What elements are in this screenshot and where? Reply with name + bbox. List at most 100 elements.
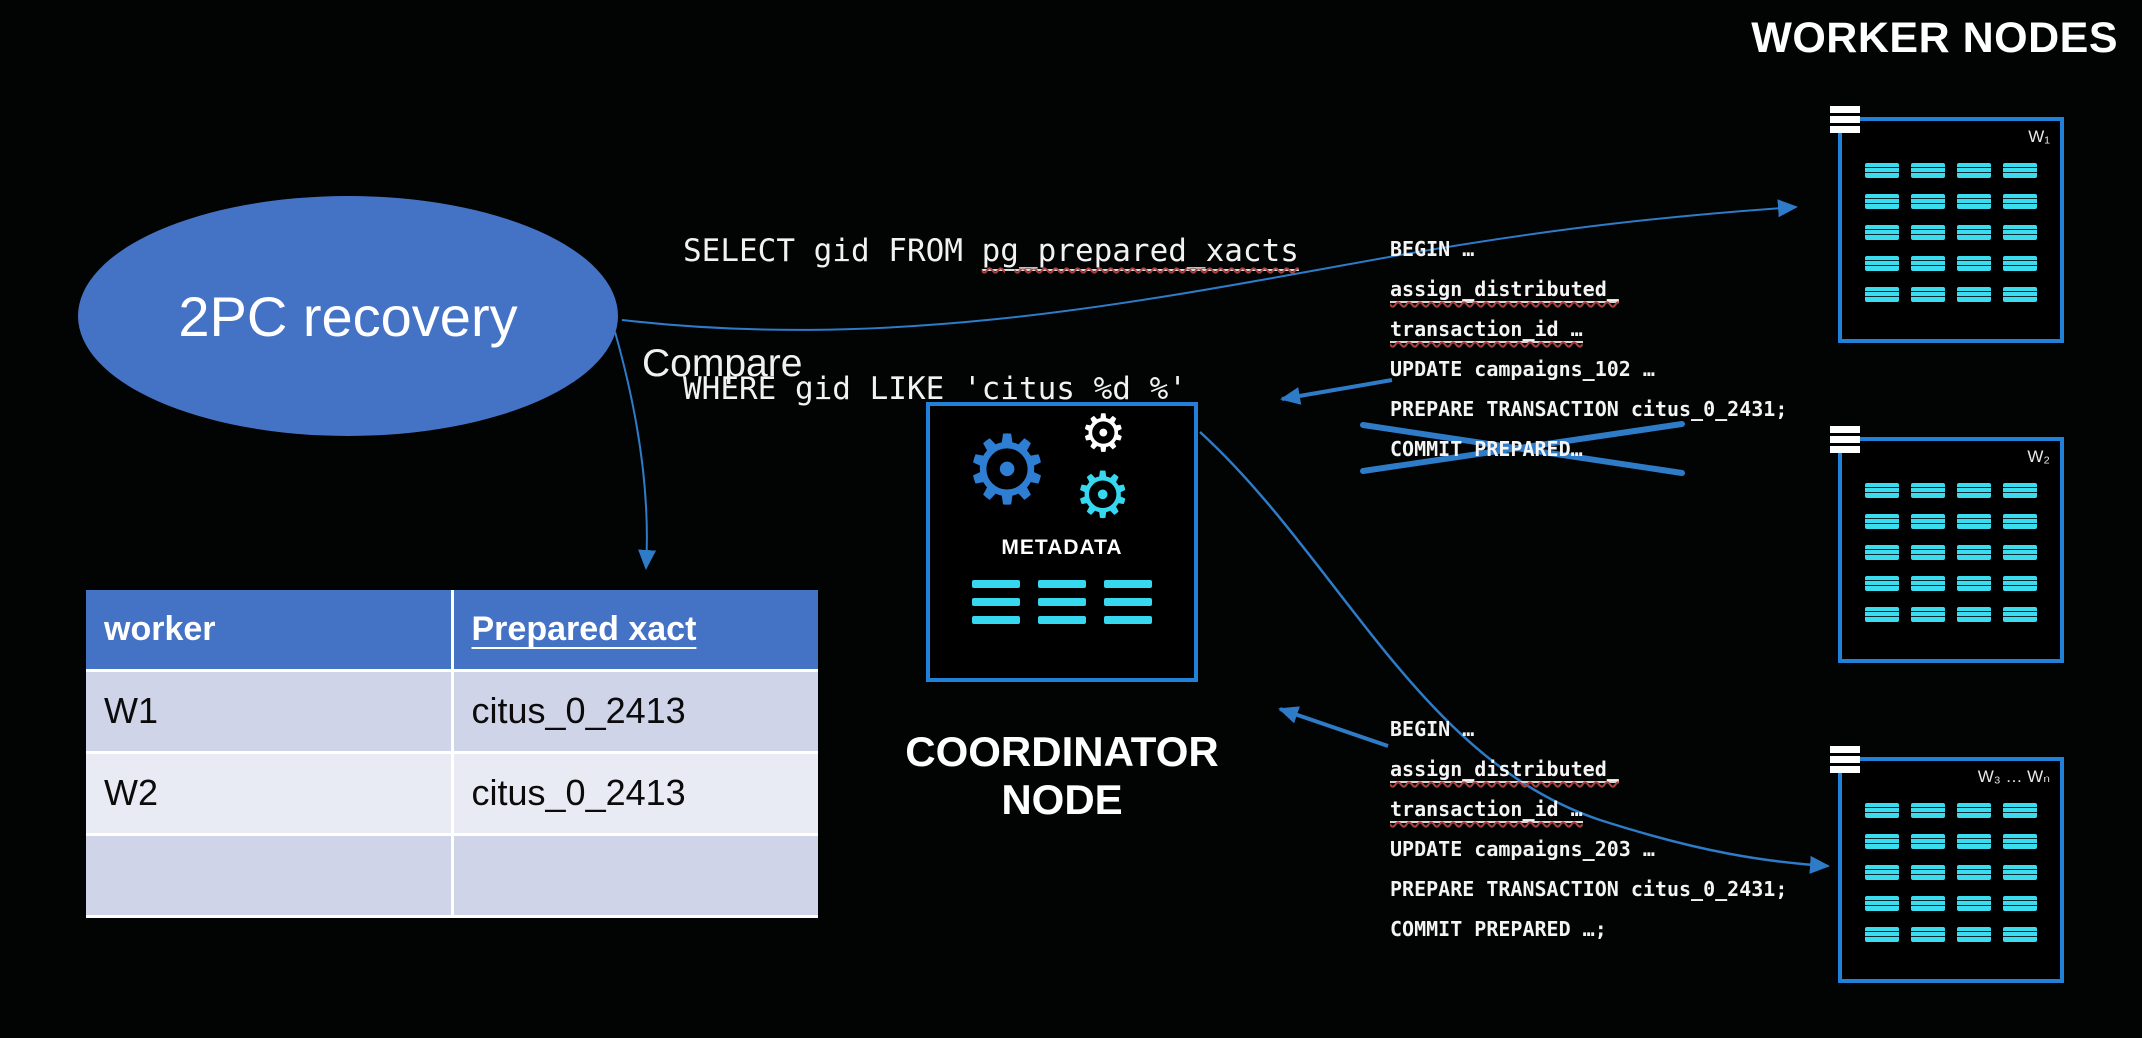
table-header-cell: Prepared xact — [452, 590, 818, 672]
shard-icon — [2003, 194, 2037, 209]
shard-icon — [1957, 896, 1991, 911]
metadata-list-bar — [972, 580, 1020, 588]
gear-icon: ⚙ — [1080, 404, 1127, 464]
transaction-line-text: PREPARE TRANSACTION citus_0_2431; — [1390, 397, 1788, 421]
sql-query: SELECT gid FROM pg_prepared_xacts WHERE … — [683, 136, 1299, 504]
worker-label: W₂ — [2027, 447, 2050, 466]
transaction-line: BEGIN … — [1390, 232, 1787, 272]
transaction-line-text: assign_distributed_ — [1390, 757, 1619, 783]
transaction-line: PREPARE TRANSACTION citus_0_2431; — [1390, 392, 1787, 432]
metadata-list-bar — [1038, 598, 1086, 606]
transaction-line: transaction_id … — [1390, 312, 1787, 352]
shard-icon — [1865, 287, 1899, 302]
shard-icon — [1865, 576, 1899, 591]
metadata-list-bar — [1038, 616, 1086, 624]
shard-icon — [1911, 576, 1945, 591]
shard-icon — [1911, 256, 1945, 271]
transaction-log-2: BEGIN … assign_distributed_ transaction_id… — [1390, 712, 1787, 952]
shard-icon — [2003, 896, 2037, 911]
shard-icon — [1911, 483, 1945, 498]
shard-icon — [1865, 514, 1899, 529]
shard-icon — [1957, 803, 1991, 818]
shard-icon — [1911, 514, 1945, 529]
shard-icon — [1911, 163, 1945, 178]
table-cell: W1 — [86, 670, 454, 754]
transaction-line: COMMIT PREPARED …; — [1390, 912, 1787, 952]
shard-icon — [2003, 163, 2037, 178]
shard-icon — [1865, 225, 1899, 240]
shard-icon — [1957, 483, 1991, 498]
shard-icon — [1865, 607, 1899, 622]
shard-icon — [1957, 927, 1991, 942]
transaction-line: assign_distributed_ — [1390, 752, 1787, 792]
transaction-line-text: transaction_id … — [1390, 317, 1583, 343]
table-header-row: worker Prepared xact — [86, 590, 818, 672]
shard-icon — [1865, 834, 1899, 849]
table-cell: citus_0_2413 — [452, 752, 818, 836]
table-cell: W2 — [86, 752, 454, 836]
transaction-line: assign_distributed_ — [1390, 272, 1787, 312]
metadata-list-bar — [1104, 598, 1152, 606]
shard-icon — [2003, 927, 2037, 942]
transaction-line-text: COMMIT PREPARED …; — [1390, 917, 1607, 941]
shard-icon — [1865, 865, 1899, 880]
metadata-list-bar — [1104, 616, 1152, 624]
recovery-ellipse: 2PC recovery — [78, 196, 618, 436]
shard-icon — [1957, 514, 1991, 529]
metadata-list-column — [1104, 580, 1152, 624]
metadata-list-bar — [1038, 580, 1086, 588]
transaction-line: transaction_id … — [1390, 792, 1787, 832]
shard-icon — [1911, 287, 1945, 302]
shard-icon — [1865, 483, 1899, 498]
metadata-list-icon — [930, 580, 1194, 624]
transaction-log-1: BEGIN … assign_distributed_ transaction_id… — [1390, 232, 1787, 472]
shard-icon — [1957, 865, 1991, 880]
database-stack-icon — [1830, 106, 1860, 133]
shard-icon — [1911, 865, 1945, 880]
shard-icon — [1911, 834, 1945, 849]
shard-icon — [2003, 865, 2037, 880]
gear-icon: ⚙ — [964, 414, 1051, 526]
shard-icon — [1865, 803, 1899, 818]
transaction-line-text: UPDATE campaigns_102 … — [1390, 357, 1655, 381]
arrow-txlog2-to-coordinator — [1278, 706, 1389, 748]
shard-icon — [1911, 927, 1945, 942]
transaction-line-text: assign_distributed_ — [1390, 277, 1619, 303]
shard-icon — [1911, 607, 1945, 622]
coordinator-node-label: COORDINATOR NODE — [862, 728, 1262, 825]
worker-node-w1: W₁ — [1830, 106, 2064, 343]
database-stack-icon — [1830, 746, 1860, 773]
metadata-list-bar — [1104, 580, 1152, 588]
worker-label: W₁ — [2028, 127, 2050, 146]
shard-grid — [1865, 803, 2037, 942]
shard-icon — [1957, 225, 1991, 240]
recovery-label: 2PC recovery — [178, 284, 518, 348]
shard-icon — [2003, 287, 2037, 302]
table-header-text: Prepared xact — [471, 609, 697, 648]
metadata-list-bar — [972, 598, 1020, 606]
shard-icon — [2003, 576, 2037, 591]
sql-line-1: SELECT gid FROM pg_prepared_xacts — [683, 228, 1299, 274]
shard-icon — [1957, 287, 1991, 302]
transaction-line-text: BEGIN … — [1390, 717, 1475, 741]
sql-line-2: WHERE gid LIKE 'citus_%d_%' — [683, 366, 1299, 412]
shard-icon — [2003, 483, 2037, 498]
shard-icon — [1957, 163, 1991, 178]
metadata-list-column — [1038, 580, 1086, 624]
metadata-list-bar — [972, 616, 1020, 624]
shard-icon — [2003, 834, 2037, 849]
table-header-text: worker — [104, 609, 216, 648]
shard-icon — [1865, 194, 1899, 209]
transaction-line-text: PREPARE TRANSACTION citus_0_2431; — [1390, 877, 1788, 901]
shard-icon — [1865, 896, 1899, 911]
transaction-line-text: BEGIN … — [1390, 237, 1475, 261]
transaction-line: UPDATE campaigns_102 … — [1390, 352, 1787, 392]
shard-icon — [2003, 607, 2037, 622]
shard-icon — [2003, 514, 2037, 529]
shard-grid — [1865, 163, 2037, 302]
sql-text: SELECT gid FROM — [683, 233, 982, 269]
